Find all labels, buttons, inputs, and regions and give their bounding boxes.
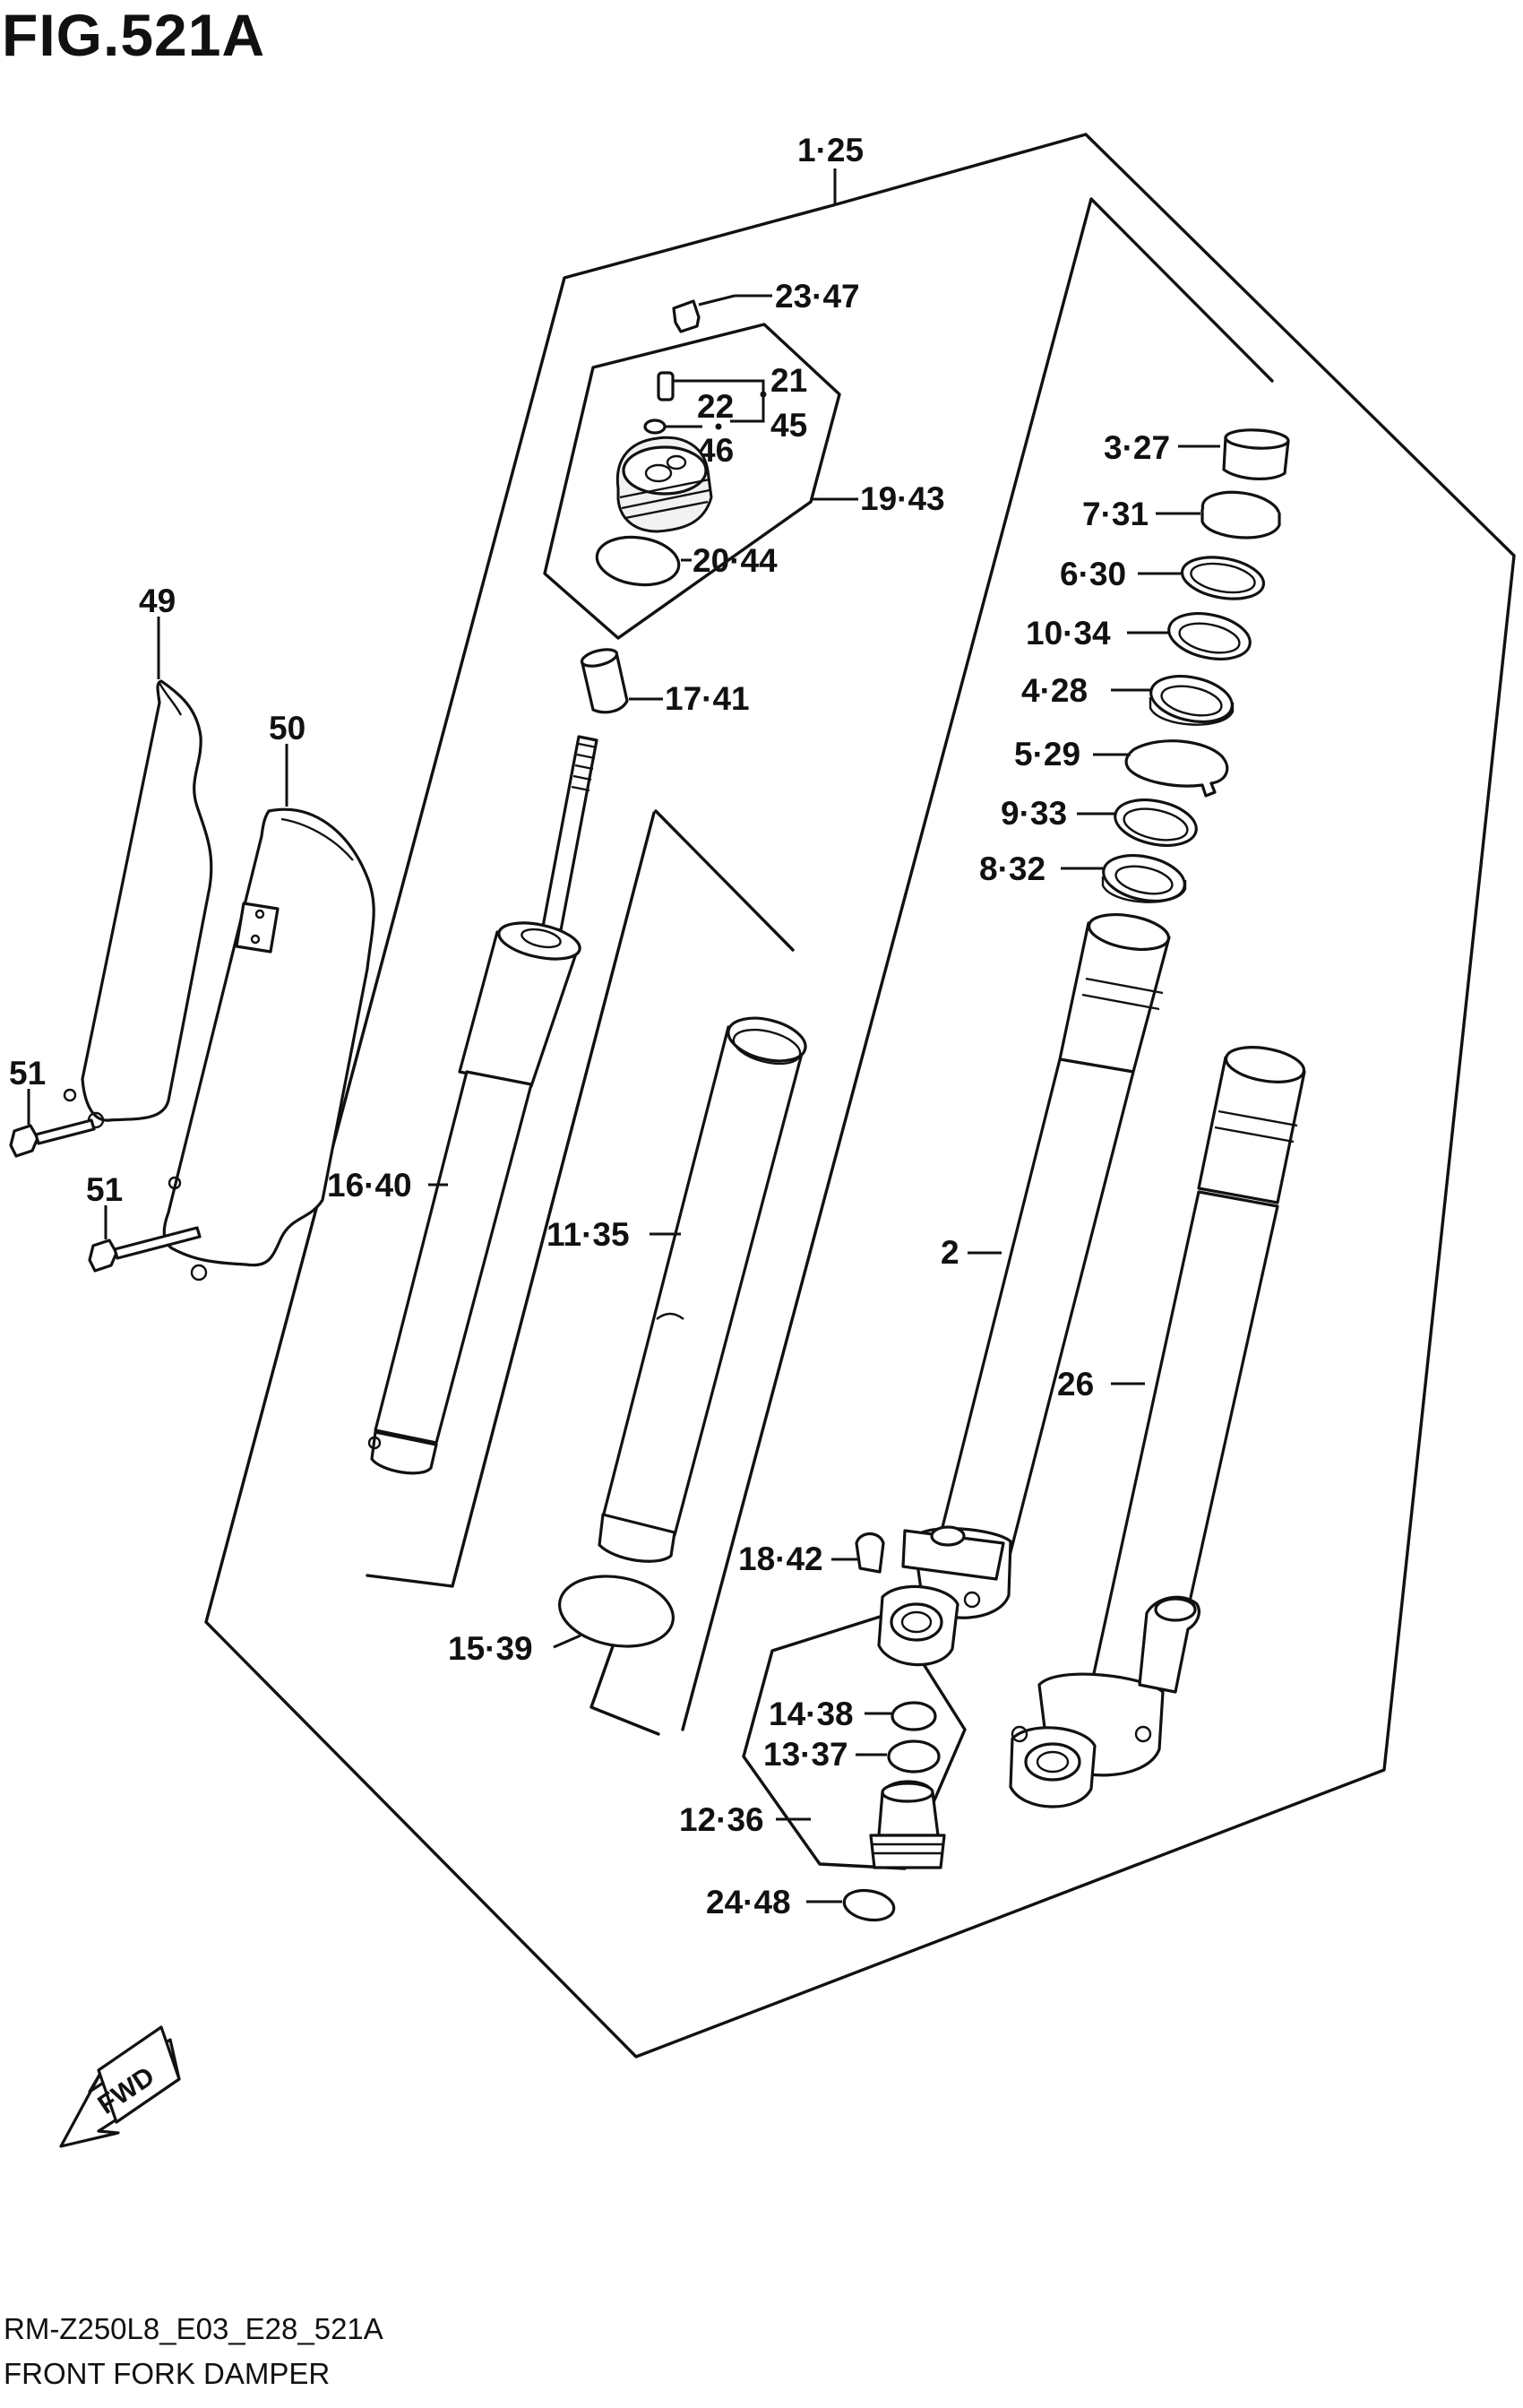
callout-7-31: 7·31 (1082, 496, 1149, 532)
part-20-44-o-ring (595, 535, 681, 587)
part-12-36-base-valve (869, 1780, 946, 1869)
part-19-43-cap-bolt (615, 436, 713, 533)
callout-49: 49 (139, 583, 176, 619)
callout-6-30: 6·30 (1060, 556, 1126, 592)
callout-15-39: 15·39 (448, 1630, 533, 1667)
part-24-48-washer (842, 1888, 896, 1922)
part-51-bolt-lower (88, 1205, 202, 1273)
callout-20-44: 20·44 (693, 542, 778, 579)
callout-19-43: 19·43 (860, 480, 945, 517)
part-2-outer-tube (877, 913, 1171, 1667)
callout-21: 21 (770, 362, 807, 399)
callout-4-28: 4·28 (1021, 672, 1088, 709)
part-10-34-seal (1127, 612, 1252, 660)
part-18-42-bolt (831, 1532, 885, 1574)
part-21-22-valve (643, 371, 767, 435)
part-5-29-circlip (1093, 739, 1229, 798)
callout-11-35: 11·35 (546, 1216, 630, 1253)
callout-16-40: 16·40 (327, 1167, 412, 1204)
callout-51-upper: 51 (9, 1055, 46, 1092)
part-51-bolt-upper (9, 1089, 96, 1158)
part-17-41-collar (580, 648, 663, 714)
part-7-31-bushing (1156, 490, 1281, 539)
part-14-38-o-ring (891, 1701, 937, 1731)
callout-51-lower: 51 (86, 1171, 123, 1208)
part-4-28-oil-seal (1111, 675, 1235, 726)
callout-8-32: 8·32 (979, 850, 1045, 887)
model-code: RM-Z250L8_E03_E28_521A (4, 2312, 383, 2345)
callout-1-25: 1·25 (797, 132, 864, 168)
part-8-32-dust-seal (1061, 854, 1187, 903)
fwd-arrow-icon: FWD (59, 2025, 181, 2148)
callout-13-37: 13·37 (763, 1736, 848, 1773)
leader-15-39 (553, 1634, 581, 1649)
part-50-fork-guard (162, 807, 375, 1282)
callout-23-47: 23·47 (775, 278, 860, 315)
callout-12-36: 12·36 (679, 1801, 764, 1838)
callout-45: 45 (770, 407, 807, 444)
callout-50: 50 (269, 710, 305, 747)
part-13-37-o-ring (887, 1739, 941, 1774)
part-49-fork-guard (63, 679, 213, 1129)
callout-18-42: 18·42 (738, 1541, 823, 1577)
callout-2: 2 (941, 1234, 959, 1271)
callout-22: 22 (697, 388, 734, 425)
part-9-33-seal (1077, 798, 1198, 847)
figure-title: FIG.521A (2, 2, 265, 68)
callout-24-48: 24·48 (706, 1884, 791, 1920)
part-11-35-tube (598, 1016, 807, 1563)
part-6-30-washer (1138, 556, 1266, 600)
callout-3-27: 3·27 (1104, 429, 1170, 466)
part-15-39-o-ring (558, 1575, 675, 1648)
callout-9-33: 9·33 (1001, 795, 1067, 832)
callout-5-29: 5·29 (1014, 736, 1080, 772)
figure-caption: FRONT FORK DAMPER (4, 2357, 330, 2390)
part-23-47-cap-nut (672, 294, 772, 333)
callout-26: 26 (1057, 1366, 1094, 1403)
part-3-27-bushing (1178, 428, 1290, 480)
part-16-40-damper-cartridge (367, 735, 598, 1475)
assembly-boundary (204, 133, 1516, 2058)
callout-17-41: 17·41 (665, 680, 750, 717)
part-26-outer-tube (1009, 1046, 1306, 1808)
callout-14-38: 14·38 (769, 1696, 854, 1732)
callout-10-34: 10·34 (1026, 615, 1111, 652)
